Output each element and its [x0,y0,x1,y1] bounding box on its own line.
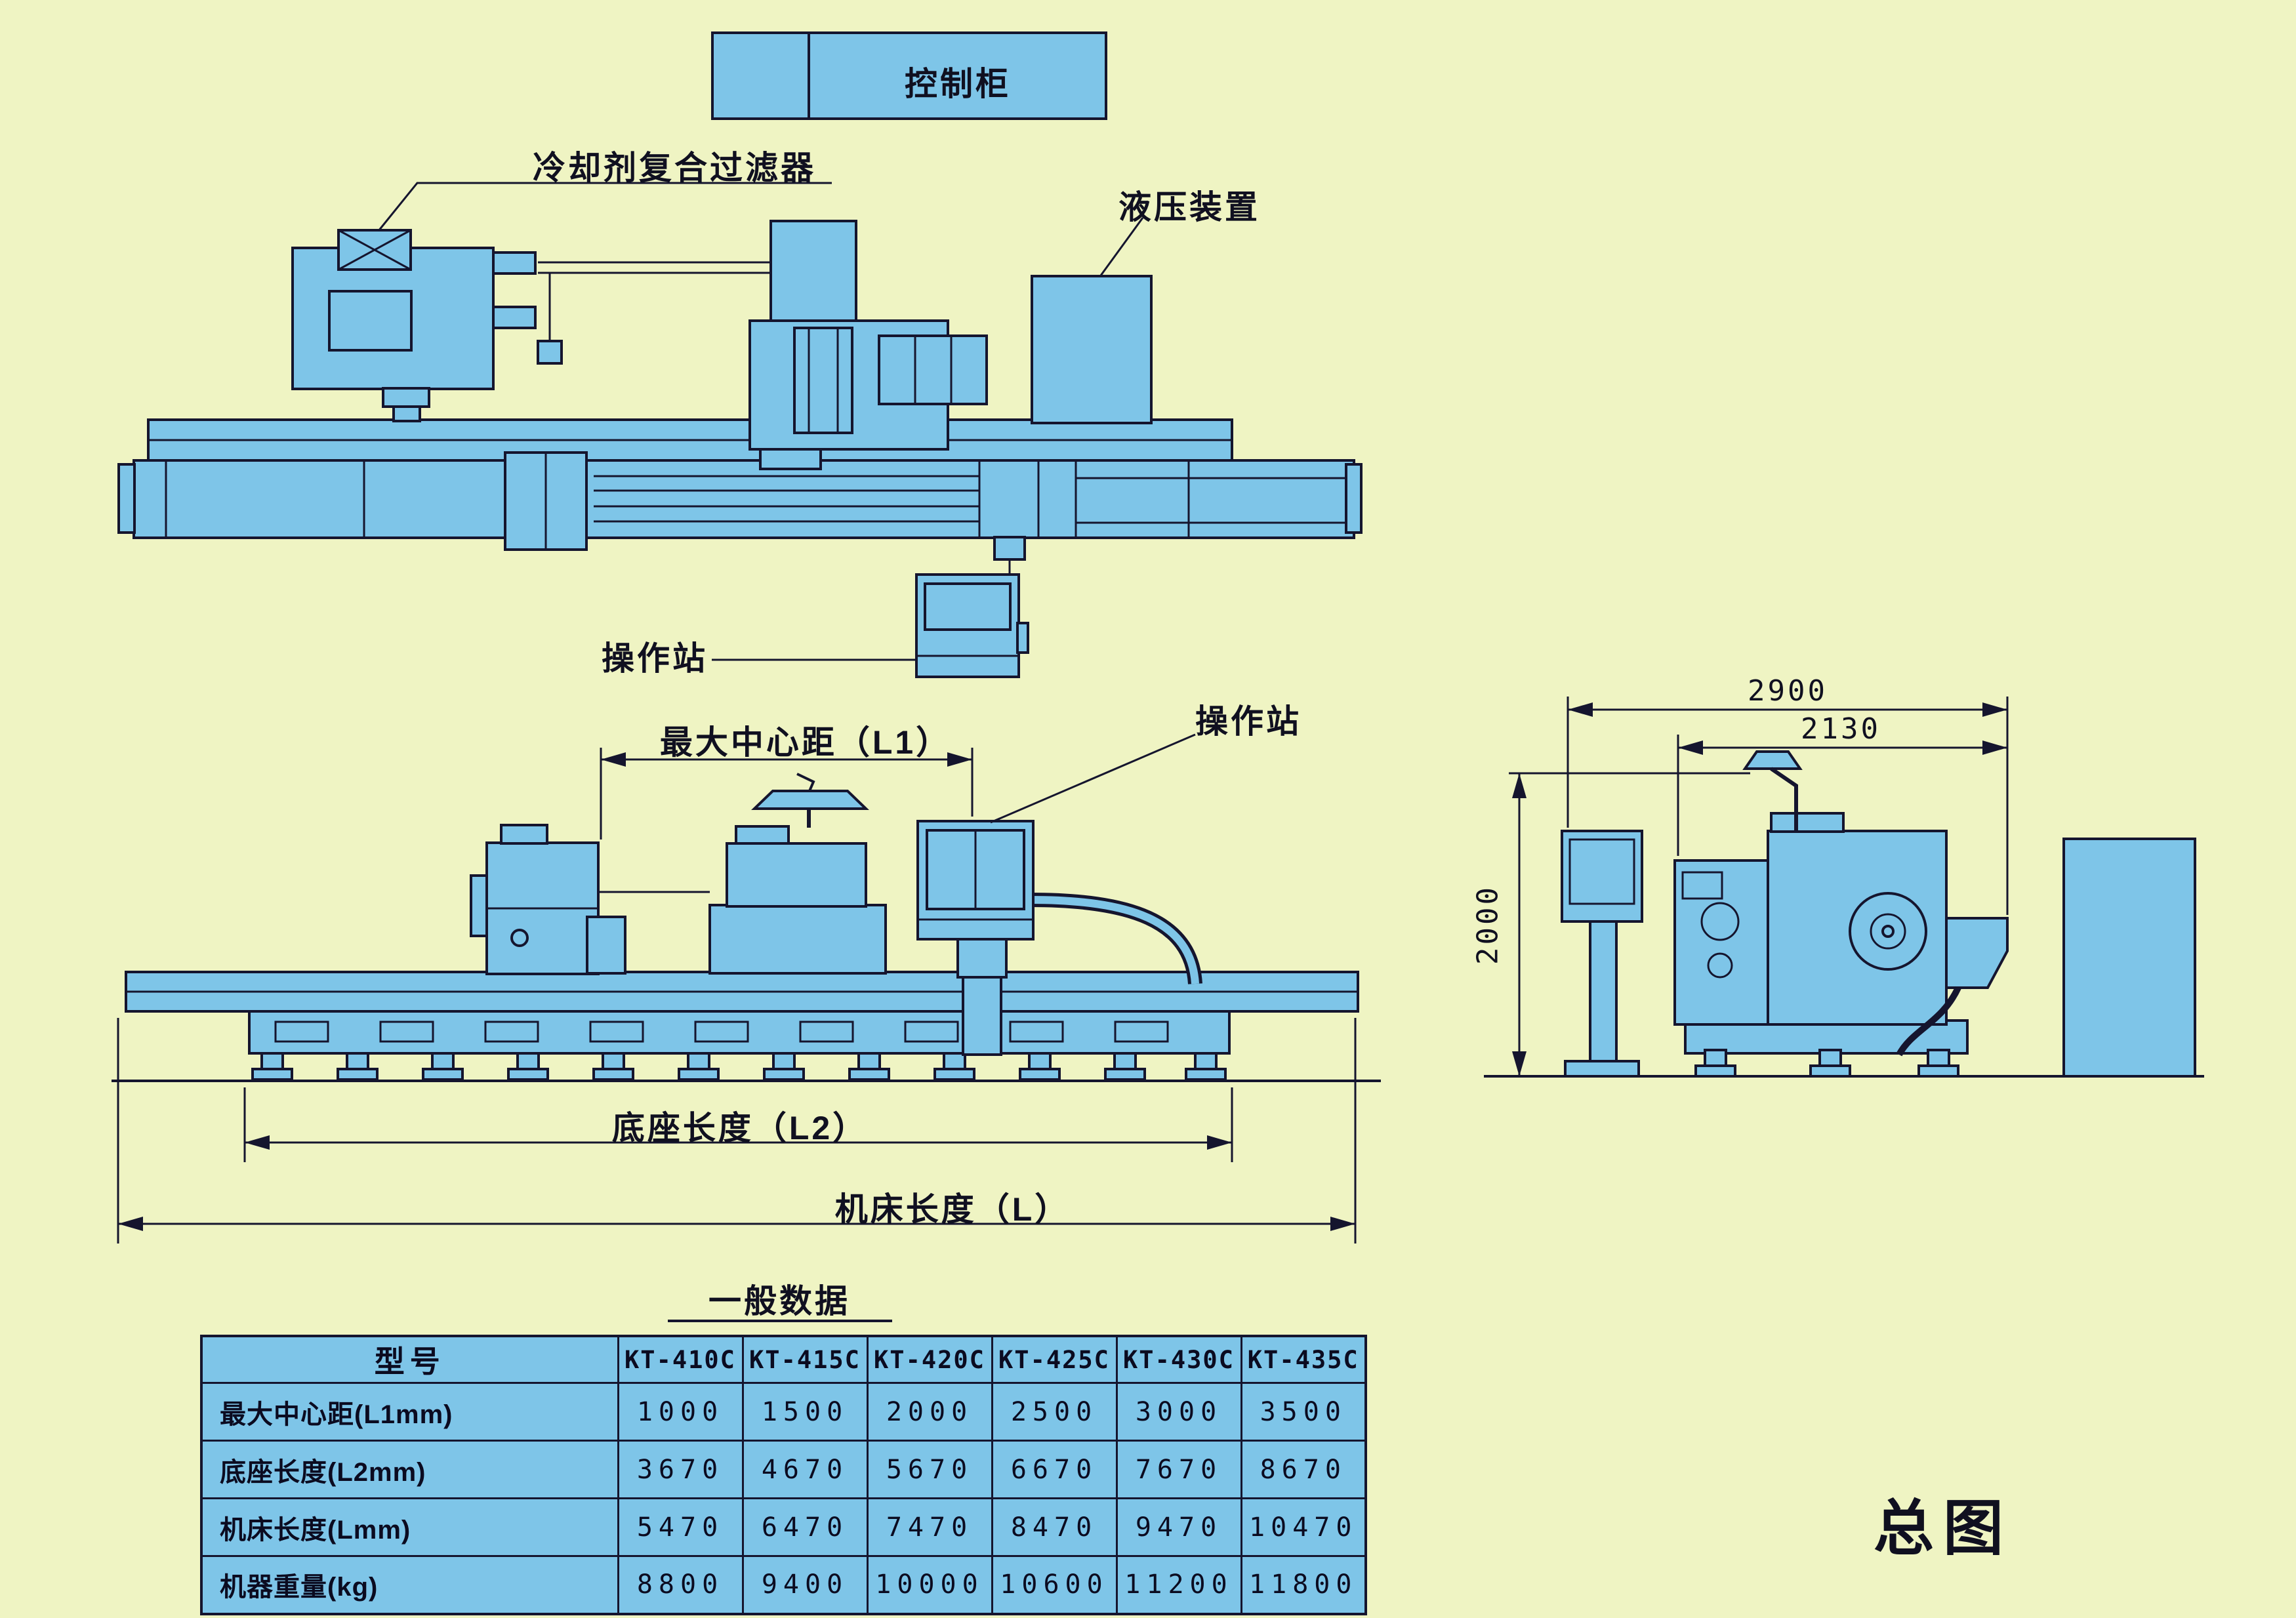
value-cell: 11800 [1240,1555,1367,1615]
model-cell: KT-420C [866,1335,993,1384]
wheelhead-front [708,825,887,975]
wheel-guard-circle [1849,892,1927,971]
value-cell: 7470 [866,1497,993,1557]
leader-op-front [990,733,1196,824]
value-cell: 8800 [617,1555,744,1615]
general-data-title: 一般数据 [708,1283,850,1320]
front-view [112,773,1381,1082]
value-cell: 5470 [617,1497,744,1557]
dim-2900 [1567,697,2009,915]
value-cell: 7670 [1115,1440,1242,1499]
value-cell: 6670 [991,1440,1118,1499]
control-cabinet-label: 控制柜 [905,66,1011,102]
spec-table: 型号 KT-410C KT-415C KT-420C KT-425C KT-43… [200,1335,1367,1615]
value-cell: 2000 [866,1382,993,1442]
hydraulic-unit-label: 液压装置 [1118,189,1260,226]
model-cell: KT-435C [1240,1335,1367,1384]
table-header-row: 型号 KT-410C KT-415C KT-420C KT-425C KT-43… [200,1335,1367,1384]
dim-2130 [1677,735,2007,856]
machine-length-label: 机床长度（L） [834,1191,1071,1228]
side-view [1484,750,2204,1078]
dim-2000 [1509,772,1750,1076]
bed-front [248,1010,1231,1055]
dim-l1 [600,748,974,839]
bed-top-view [133,459,1355,539]
value-cell: 1000 [617,1382,744,1442]
value-cell: 8670 [1240,1440,1367,1499]
table-row: 最大中心距(L1mm) 1000 1500 2000 2500 3000 350… [200,1382,1367,1442]
value-cell: 10470 [1240,1497,1367,1557]
value-cell: 10600 [991,1555,1118,1615]
operator-station-top-box [915,536,1029,678]
dim-2130-text: 2130 [1801,712,1881,746]
dim-2900-text: 2900 [1748,674,1828,708]
value-cell: 3000 [1115,1382,1242,1442]
bed-feet [251,1052,1227,1081]
value-cell: 9400 [741,1555,869,1615]
drawing-title: 总图 [1874,1495,2013,1562]
row-label: 机器重量(kg) [200,1555,619,1615]
leader-coolant-filter [377,182,832,232]
operator-station-top-label: 操作站 [602,640,708,677]
coolant-filter-label: 冷却剂复合过滤器 [533,150,816,186]
hydraulic-unit-box [1031,275,1153,424]
dim-l [117,1018,1357,1244]
hose [1896,986,1961,1057]
row-label: 机床长度(Lmm) [200,1497,619,1557]
base-length-label: 底座长度（L2） [611,1110,869,1146]
leader-hydraulic [1099,217,1144,276]
table-row: 机器重量(kg) 8800 9400 10000 10600 11200 118… [200,1555,1367,1615]
grinding-head-top [748,220,988,470]
work-lamp-front [751,773,869,828]
pipe-fitting [537,340,563,365]
table-row: 底座长度(L2mm) 3670 4670 5670 6670 7670 8670 [200,1440,1367,1499]
coolant-filter-unit [291,229,537,422]
value-cell: 5670 [866,1440,993,1499]
max-center-distance-label: 最大中心距（L1） [659,724,952,761]
row-label: 底座长度(L2mm) [200,1440,619,1499]
model-cell: KT-425C [991,1335,1118,1384]
dim-l2 [243,1087,1233,1162]
operator-station-front-label: 操作站 [1195,703,1302,740]
model-cell: KT-415C [741,1335,869,1384]
value-cell: 1500 [741,1382,869,1442]
coolant-pipes [538,261,774,342]
row-label: 最大中心距(L1mm) [200,1382,619,1442]
value-cell: 11200 [1115,1555,1242,1615]
value-cell: 6470 [741,1497,869,1557]
value-cell: 4670 [741,1440,869,1499]
top-view [117,220,1363,678]
dim-2000-text: 2000 [1471,885,1505,965]
model-header-cell: 型号 [200,1335,619,1384]
operator-station-front-box [916,820,1202,1056]
value-cell: 9470 [1115,1497,1242,1557]
model-cell: KT-410C [617,1335,744,1384]
annotations [117,182,2009,1322]
control-cabinet-box [711,31,1107,120]
table-row: 机床长度(Lmm) 5470 6470 7470 8470 9470 10470 [200,1497,1367,1557]
value-cell: 2500 [991,1382,1118,1442]
value-cell: 3670 [617,1440,744,1499]
tailstock-front [586,891,710,975]
operator-station-side [1561,830,1643,1078]
value-cell: 3500 [1240,1382,1367,1442]
workhead-front [470,824,600,975]
value-cell: 10000 [866,1555,993,1615]
machine-side [1673,750,2009,1078]
value-cell: 8470 [991,1497,1118,1557]
side-cabinet [2062,838,2196,1078]
model-cell: KT-430C [1115,1335,1242,1384]
